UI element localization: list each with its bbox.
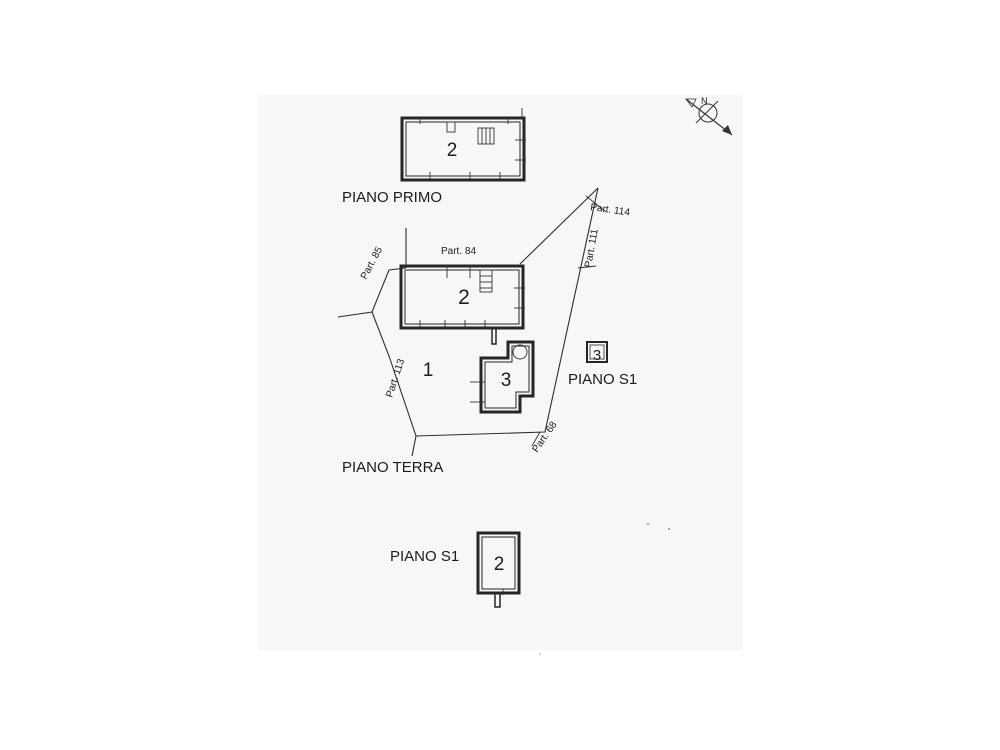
piano-primo-plan (400, 108, 526, 182)
room-number-courtyard: 1 (423, 360, 434, 381)
floor-label-terra: PIANO TERRA (342, 459, 443, 476)
floor-label-s1-right: PIANO S1 (568, 371, 637, 388)
piano-s1-small-plan (586, 341, 608, 363)
compass-icon (685, 98, 733, 136)
room-number-annex: 3 (501, 370, 512, 391)
floor-label-primo: PIANO PRIMO (342, 189, 442, 206)
stairs-icon (479, 269, 493, 293)
floor-label-s1-bottom: PIANO S1 (390, 548, 459, 565)
room-number-s1-small: 3 (593, 347, 601, 364)
parcel-boundaries (337, 187, 599, 457)
parcel-label-84: Part. 84 (441, 246, 476, 257)
room-number-primo: 2 (447, 140, 458, 161)
stairs-icon (446, 121, 495, 145)
tank-icon (512, 344, 528, 360)
compass-north-label: N (701, 96, 708, 106)
room-number-terra: 2 (458, 286, 470, 309)
scan-background (258, 95, 743, 650)
piano-s1-bottom-plan (476, 531, 521, 608)
annex-plan (470, 340, 535, 414)
piano-terra-plan (399, 264, 525, 345)
room-number-s1-bottom: 2 (494, 554, 505, 575)
